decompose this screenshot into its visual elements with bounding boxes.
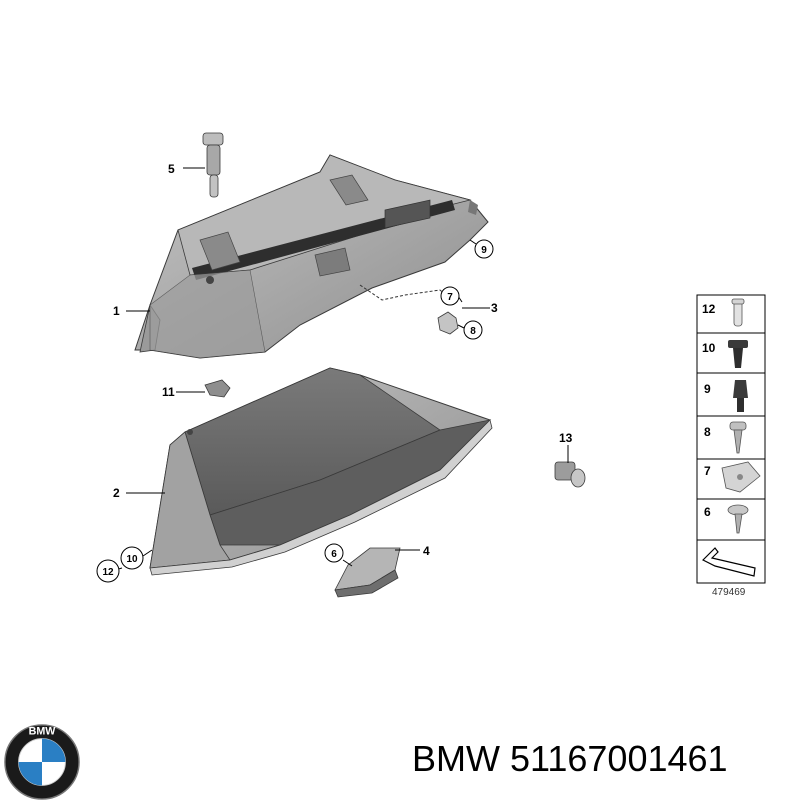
circled-9: 9 <box>481 245 487 256</box>
circled-7: 7 <box>447 292 453 303</box>
diagram-code: 479469 <box>712 587 746 598</box>
callout-1: 1 <box>113 304 120 318</box>
circled-10: 10 <box>126 554 138 565</box>
circled-callouts: 9 7 8 6 10 12 <box>96 239 494 583</box>
legend-8: 8 <box>704 425 711 439</box>
part-number: 51167001461 <box>509 738 728 779</box>
part-latch <box>334 547 401 598</box>
legend-panel: 12 10 9 8 7 6 <box>696 294 766 598</box>
bracket-arrow-icon <box>701 547 756 577</box>
callout-2: 2 <box>113 486 120 500</box>
callout-5: 5 <box>168 162 175 176</box>
brand-name: BMW <box>412 738 500 779</box>
push-rivet-icon <box>728 340 748 368</box>
part-bolt <box>554 461 586 488</box>
part-bracket-7-8 <box>437 311 459 335</box>
legend-12: 12 <box>702 302 716 316</box>
legend-7: 7 <box>704 464 711 478</box>
part-lid <box>149 367 493 576</box>
circled-8: 8 <box>470 326 476 337</box>
callout-11: 11 <box>162 385 175 399</box>
pin-icon <box>731 298 745 327</box>
callout-labels: 5 1 3 11 2 4 13 <box>113 162 573 558</box>
clip-nut-icon <box>721 461 761 493</box>
part-clip-11 <box>204 379 231 398</box>
part-damper <box>202 132 224 198</box>
screw-icon <box>729 421 747 454</box>
circled-6: 6 <box>331 549 337 560</box>
buffer-icon <box>733 380 748 412</box>
legend-10: 10 <box>702 341 716 355</box>
bmw-logo-icon: BMW <box>4 724 80 800</box>
part-housing <box>134 154 489 359</box>
callout-13: 13 <box>559 431 573 445</box>
logo-text: BMW <box>29 726 57 738</box>
callout-3: 3 <box>491 301 498 315</box>
legend-9: 9 <box>704 382 711 396</box>
callout-4: 4 <box>423 544 430 558</box>
washer-screw-icon <box>727 504 749 534</box>
legend-6: 6 <box>704 505 711 519</box>
circled-12: 12 <box>102 567 114 578</box>
